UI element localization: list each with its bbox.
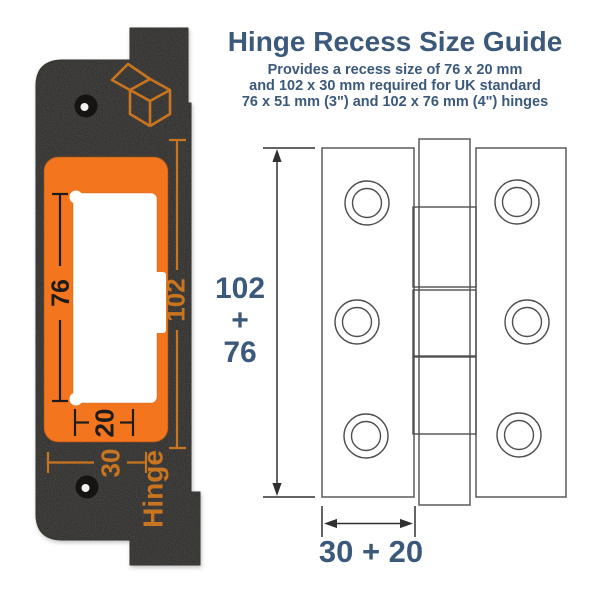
subtitle-line-1: Provides a recess size of 76 x 20 mm bbox=[267, 62, 523, 78]
horizontal-dimension-line bbox=[321, 506, 416, 537]
jig-body-edge-highlight bbox=[35, 27, 201, 566]
jig-dim-76 bbox=[52, 192, 68, 403]
hinge-knuckle-barrel bbox=[412, 138, 477, 506]
page-title: Hinge Recess Size Guide bbox=[227, 26, 563, 57]
hinge-hole-left-middle bbox=[334, 299, 380, 345]
screw-hole-top bbox=[74, 94, 98, 118]
corner-relief-hole-bottom bbox=[69, 392, 83, 406]
vertical-dimension-label: 102 + 76 bbox=[205, 273, 275, 369]
hinge-hole-left-top bbox=[344, 180, 390, 226]
vertical-dimension-line bbox=[263, 147, 315, 498]
jig-dim-20-value: 20 bbox=[90, 409, 120, 438]
plus-operator: + bbox=[231, 304, 249, 337]
jig-dim-30-value: 30 bbox=[96, 449, 126, 478]
corner-relief-hole-top bbox=[69, 190, 83, 204]
jig-brand-text: Hinge bbox=[137, 450, 168, 528]
knuckle-clearance-notch bbox=[155, 272, 166, 333]
arrow-left-icon bbox=[324, 518, 337, 529]
arrow-up-icon bbox=[272, 149, 282, 162]
header: Hinge Recess Size Guide Provides a reces… bbox=[195, 26, 595, 110]
cube-logo-icon bbox=[110, 62, 172, 128]
vertical-dimension-value-top: 102 bbox=[214, 272, 266, 305]
jig-dim-76-value: 76 bbox=[47, 279, 75, 307]
arrow-down-icon bbox=[272, 483, 282, 496]
hinge-leaf-right bbox=[475, 147, 567, 498]
hinge-technical-drawing bbox=[321, 138, 567, 506]
jig-dim-20 bbox=[73, 409, 135, 436]
hinge-hole-right-middle bbox=[504, 299, 550, 345]
hinge-hole-right-top bbox=[494, 179, 540, 225]
hinge-hole-left-bottom bbox=[343, 413, 389, 459]
screw-hole-bottom bbox=[75, 475, 99, 499]
jig-dim-102-value: 102 bbox=[161, 278, 191, 321]
hinge-hole-right-bottom bbox=[496, 412, 542, 458]
hinge-leaf-left bbox=[321, 147, 415, 498]
jig-dim-30 bbox=[46, 452, 148, 473]
jig-dim-102 bbox=[169, 138, 186, 450]
arrow-right-icon bbox=[400, 518, 413, 529]
jig-window-cutout bbox=[72, 192, 158, 404]
hinge-jig-product: 76 20 30 bbox=[35, 27, 201, 566]
horizontal-dimension-label: 30 + 20 bbox=[318, 534, 424, 569]
subtitle-line-2: and 102 x 30 mm required for UK standard bbox=[249, 78, 541, 94]
subtitle-line-3: 76 x 51 mm (3") and 102 x 76 mm (4") hin… bbox=[241, 94, 549, 110]
vertical-dimension-value-bottom: 76 bbox=[223, 336, 257, 369]
subtitle: Provides a recess size of 76 x 20 mm and… bbox=[195, 62, 595, 110]
